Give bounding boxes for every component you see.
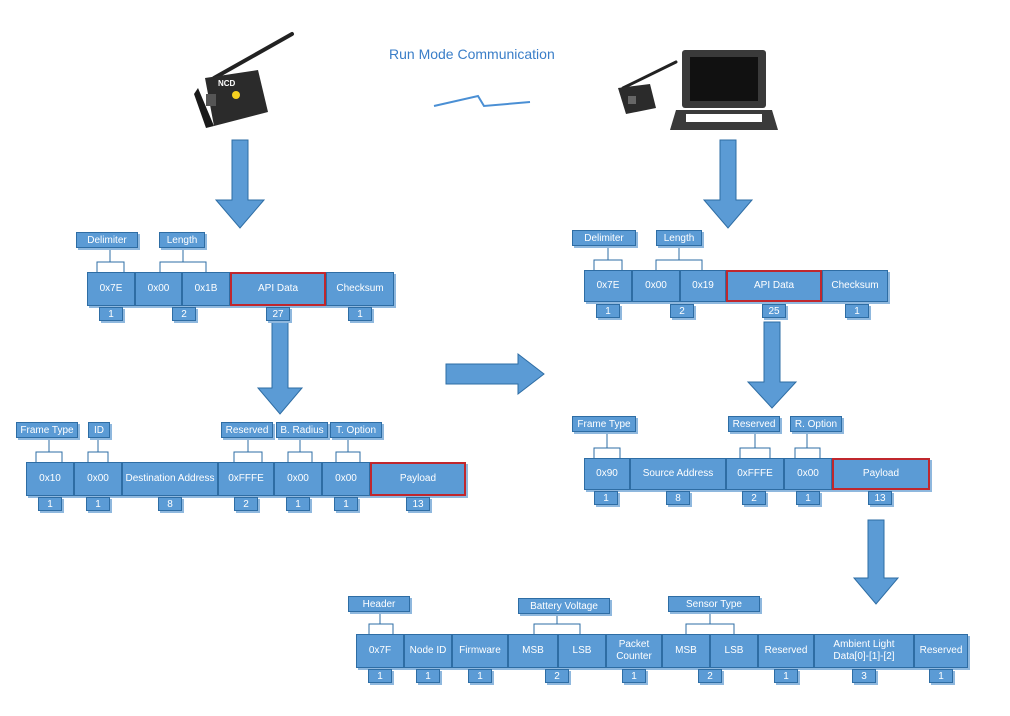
count-frame-type: 1 — [38, 497, 62, 511]
payload-count-sensor-type: 2 — [698, 669, 722, 683]
count-checksum-rx: 1 — [845, 304, 869, 318]
field-reserved-rx: 0xFFFE — [726, 458, 784, 490]
laptop-icon — [670, 50, 778, 130]
count-b-radius: 1 — [286, 497, 310, 511]
field-delimiter-rx: 0x7E — [584, 270, 632, 302]
label-header: Header — [348, 596, 410, 612]
count-frame-type-rx: 1 — [594, 491, 618, 505]
count-payload-rx: 13 — [868, 491, 892, 505]
count-api-data: 27 — [266, 307, 290, 321]
count-reserved: 2 — [234, 497, 258, 511]
payload-count-reserved-1: 1 — [774, 669, 798, 683]
label-r-option: R. Option — [790, 416, 842, 432]
count-t-option: 1 — [334, 497, 358, 511]
payload-field-firmware: Firmware — [452, 634, 508, 668]
label-length: Length — [159, 232, 205, 248]
payload-count-header: 1 — [368, 669, 392, 683]
field-length-msb-rx: 0x00 — [632, 270, 680, 302]
count-payload: 13 — [406, 497, 430, 511]
count-delimiter: 1 — [99, 307, 123, 321]
usb-modem-icon — [618, 60, 678, 114]
label-id: ID — [88, 422, 110, 438]
payload-count-battery-voltage: 2 — [545, 669, 569, 683]
diagram-title: Run Mode Communication — [389, 46, 555, 62]
payload-field-packet-counter: Packet Counter — [606, 634, 662, 668]
field-api-data: API Data — [230, 272, 326, 306]
label-reserved-rx: Reserved — [728, 416, 780, 432]
count-delimiter-rx: 1 — [596, 304, 620, 318]
label-battery-voltage: Battery Voltage — [518, 598, 610, 614]
payload-count-ambient-light: 3 — [852, 669, 876, 683]
field-delimiter: 0x7E — [87, 272, 135, 306]
field-t-option: 0x00 — [322, 462, 370, 496]
label-sensor-type: Sensor Type — [668, 596, 760, 612]
count-checksum: 1 — [348, 307, 372, 321]
label-frame-type-rx: Frame Type — [572, 416, 636, 432]
field-destination-address: Destination Address — [122, 462, 218, 496]
payload-field-reserved-2: Reserved — [914, 634, 968, 668]
label-t-option: T. Option — [330, 422, 382, 438]
payload-count-packet-counter: 1 — [622, 669, 646, 683]
lightning-link-icon — [433, 94, 531, 108]
count-source-address: 8 — [666, 491, 690, 505]
label-b-radius: B. Radius — [276, 422, 328, 438]
payload-field-battery-msb: MSB — [508, 634, 558, 668]
field-source-address: Source Address — [630, 458, 726, 490]
label-delimiter: Delimiter — [76, 232, 138, 248]
count-reserved-rx: 2 — [742, 491, 766, 505]
arrow-down-1 — [214, 139, 266, 229]
field-reserved: 0xFFFE — [218, 462, 274, 496]
payload-count-firmware: 1 — [468, 669, 492, 683]
arrow-down-3 — [256, 321, 304, 415]
arrow-right — [445, 352, 545, 396]
payload-field-sensor-msb: MSB — [662, 634, 710, 668]
field-payload: Payload — [370, 462, 466, 496]
svg-text:NCD: NCD — [218, 79, 236, 88]
field-r-option: 0x00 — [784, 458, 832, 490]
label-length-rx: Length — [656, 230, 702, 246]
payload-count-node-id: 1 — [416, 669, 440, 683]
field-b-radius: 0x00 — [274, 462, 322, 496]
count-r-option: 1 — [796, 491, 820, 505]
field-length-lsb-rx: 0x19 — [680, 270, 726, 302]
payload-count-reserved-2: 1 — [929, 669, 953, 683]
count-destination-address: 8 — [158, 497, 182, 511]
arrow-down-4 — [746, 321, 798, 409]
payload-field-sensor-lsb: LSB — [710, 634, 758, 668]
field-length-msb: 0x00 — [135, 272, 182, 306]
label-frame-type: Frame Type — [16, 422, 78, 438]
field-frame-type: 0x10 — [26, 462, 74, 496]
field-length-lsb: 0x1B — [182, 272, 230, 306]
payload-field-ambient-light: Ambient Light Data[0]-[1]-[2] — [814, 634, 914, 668]
label-reserved: Reserved — [221, 422, 273, 438]
label-delimiter-rx: Delimiter — [572, 230, 636, 246]
arrow-down-5 — [852, 519, 900, 605]
arrow-down-2 — [702, 139, 754, 229]
field-checksum: Checksum — [326, 272, 394, 306]
field-frame-type-rx: 0x90 — [584, 458, 630, 490]
payload-field-battery-lsb: LSB — [558, 634, 606, 668]
field-payload-rx: Payload — [832, 458, 930, 490]
count-api-data-rx: 25 — [762, 304, 786, 318]
count-length-rx: 2 — [670, 304, 694, 318]
count-length: 2 — [172, 307, 196, 321]
payload-field-reserved-1: Reserved — [758, 634, 814, 668]
count-frame-id: 1 — [86, 497, 110, 511]
field-checksum-rx: Checksum — [822, 270, 888, 302]
field-frame-id: 0x00 — [74, 462, 122, 496]
payload-field-node-id: Node ID — [404, 634, 452, 668]
wireless-sensor-icon: NCD — [194, 32, 294, 128]
field-api-data-rx: API Data — [726, 270, 822, 302]
payload-field-header: 0x7F — [356, 634, 404, 668]
